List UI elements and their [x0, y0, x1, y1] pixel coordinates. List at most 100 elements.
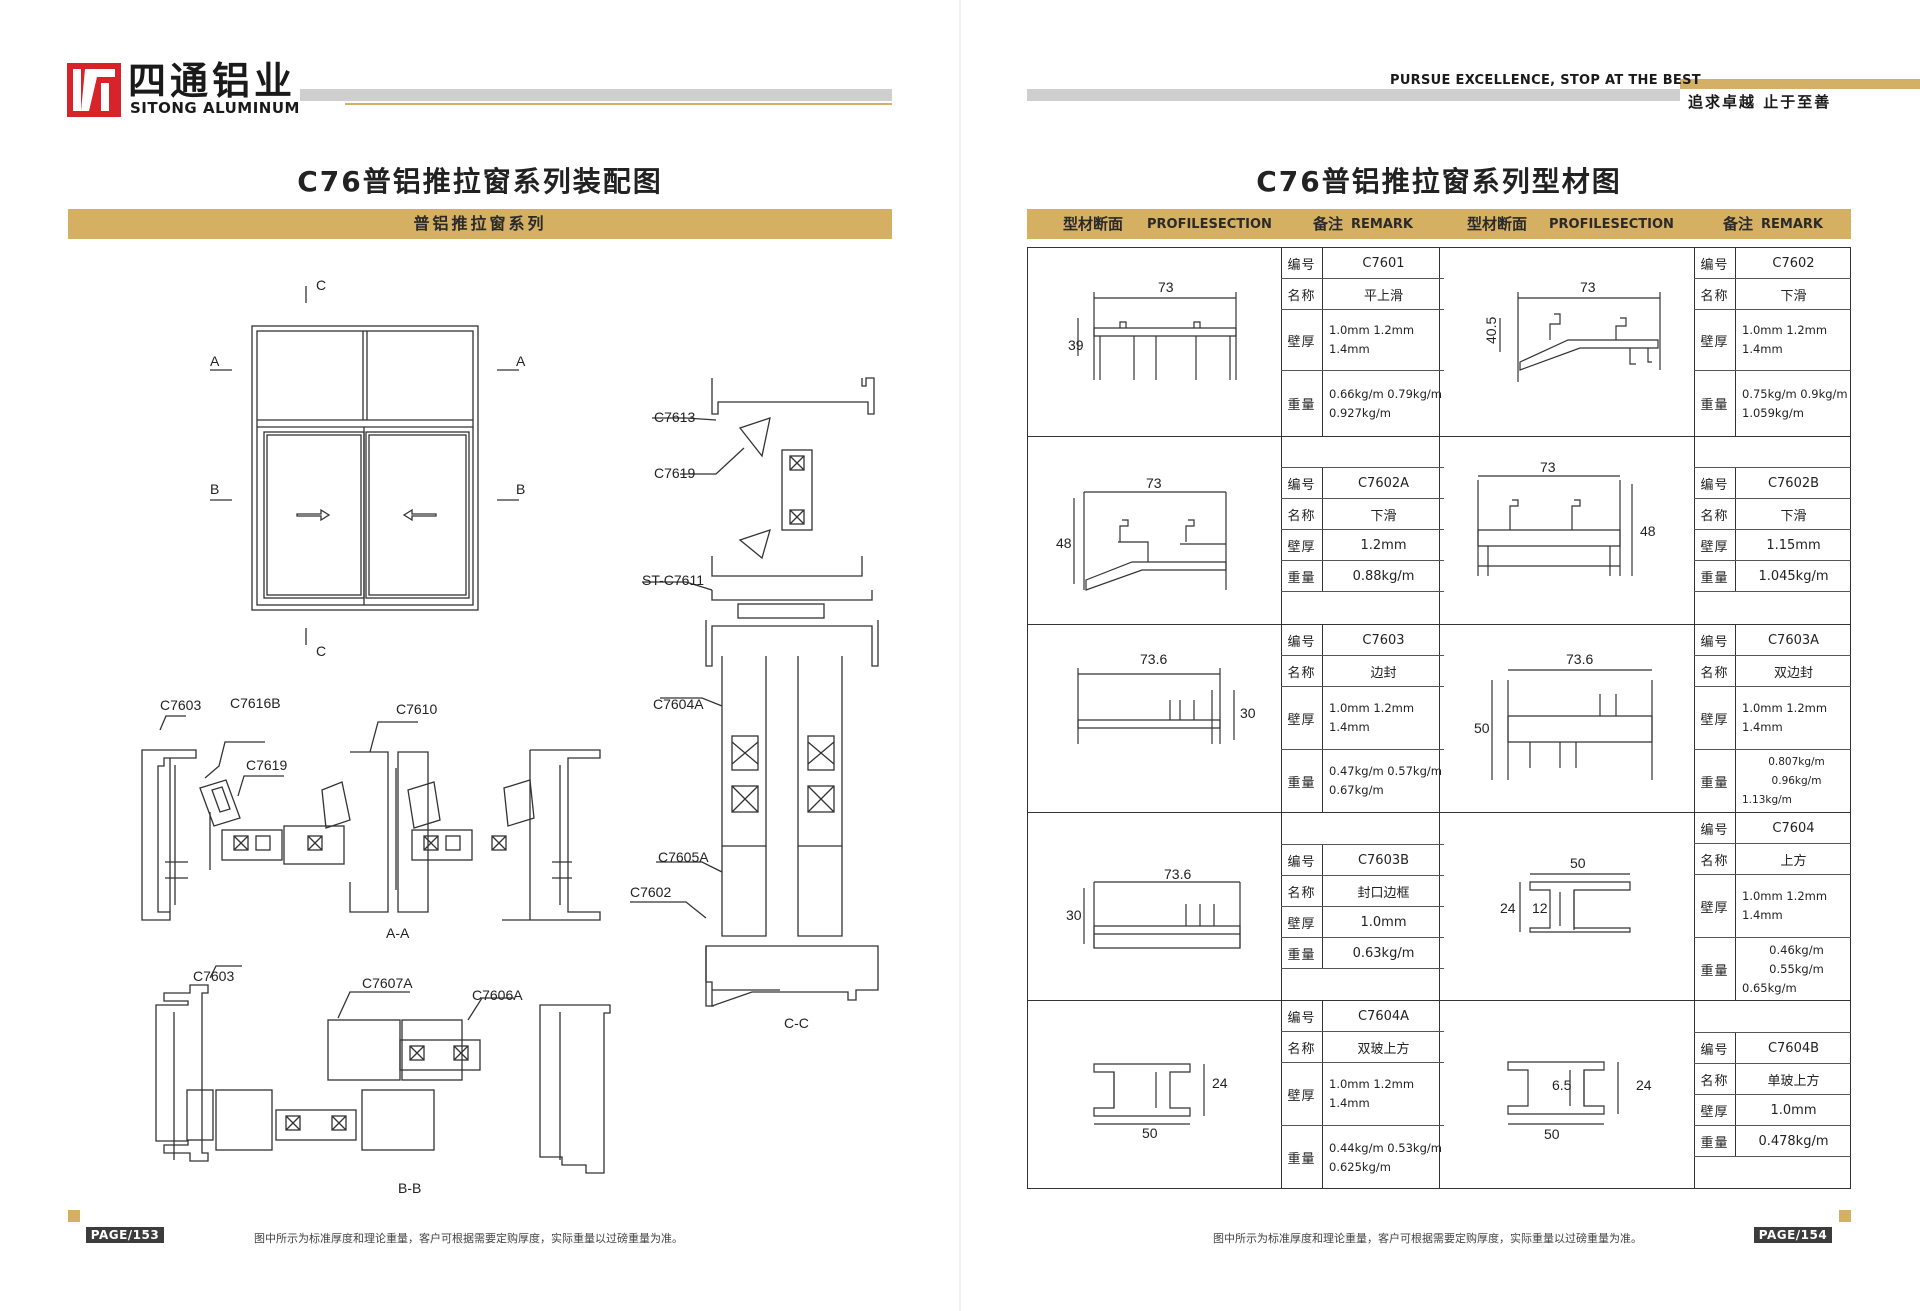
dim-c7604a-height: 24 [1212, 1075, 1228, 1091]
spec-wall-line: 1.0mm 1.2mm [1329, 323, 1415, 337]
spec-divider [1281, 498, 1444, 499]
spec-weight: 0.807kg/m 0.96kg/m 1.13kg/m [1736, 750, 1851, 812]
spec-key-code: 编号 [1281, 1001, 1323, 1031]
header-section-en-2: PROFILESECTION [1549, 217, 1674, 232]
spec-key-wall: 壁厚 [1281, 687, 1323, 749]
sitong-logo-icon [67, 63, 121, 117]
spec-divider [1694, 686, 1851, 687]
aa-label-c7603: C7603 [160, 697, 201, 713]
spec-weight: 0.88kg/m [1352, 568, 1415, 584]
dim-c7603b-height: 30 [1066, 907, 1082, 923]
spec-wall: 1.0mm 1.2mm 1.4mm [1736, 687, 1851, 749]
cc-label-c7602: C7602 [630, 884, 671, 900]
dim-c7603a-width: 73.6 [1566, 651, 1593, 667]
spec-weight-line: 0.625kg/m [1329, 1159, 1391, 1174]
dim-c7604b-inner: 6.5 [1552, 1077, 1572, 1093]
spec-key-name: 名称 [1694, 1064, 1736, 1094]
dim-c7603a-height: 50 [1474, 720, 1490, 736]
spec-weight: 1.045kg/m [1758, 568, 1829, 584]
spec-weight-line: 0.47kg/m 0.57kg/m [1329, 764, 1442, 778]
spec-wall-line: 1.4mm [1329, 1096, 1370, 1110]
spec-block: 编号 C7604A 名称 双玻上方 壁厚 1.0mm 1.2mm 1.4mm 重… [1281, 1001, 1444, 1189]
cc-label-c7605a: C7605A [658, 849, 709, 865]
spec-block: 编号 C7603B 名称 封口边框 壁厚 1.0mm 重量 0.63kg/m [1281, 844, 1444, 969]
spec-divider [1694, 1156, 1851, 1157]
spec-wall-line: 1.0mm 1.2mm [1742, 889, 1828, 903]
spec-divider [1694, 467, 1851, 468]
spec-weight: 0.47kg/m 0.57kg/m 0.67kg/m [1323, 750, 1444, 812]
spec-divider [1281, 844, 1444, 845]
spec-key-wall: 壁厚 [1694, 1095, 1736, 1125]
spec-divider [1694, 874, 1851, 875]
spec-key-wall: 壁厚 [1281, 310, 1323, 370]
dim-c7603-height: 30 [1240, 705, 1256, 721]
spec-wall: 1.0mm 1.2mm 1.4mm [1736, 875, 1851, 937]
spec-key-name: 名称 [1281, 1032, 1323, 1062]
dim-c7601-width: 73 [1158, 279, 1174, 295]
spec-wall: 1.0mm 1.2mm 1.4mm [1736, 310, 1851, 370]
profile-c7602a-drawing [1073, 491, 1227, 591]
spec-block: 编号 C7601 名称 平上滑 壁厚 1.0mm 1.2mm 1.4mm 重量 … [1281, 248, 1444, 436]
spec-key-code: 编号 [1281, 845, 1323, 875]
spec-wall-line: 1.4mm [1742, 908, 1783, 922]
spec-divider [1281, 906, 1444, 907]
page-number-left: PAGE/153 [86, 1227, 164, 1243]
spec-key-weight: 重量 [1281, 938, 1323, 968]
footer-square-left [68, 1210, 80, 1222]
spec-divider [1694, 937, 1851, 938]
spec-key-name: 名称 [1281, 499, 1323, 529]
col-divider [1439, 247, 1440, 1189]
spec-key-weight: 重量 [1694, 561, 1736, 591]
spec-weight-line: 1.059kg/m [1742, 405, 1804, 420]
header-gold-line [345, 103, 892, 105]
spec-key-code: 编号 [1281, 468, 1323, 498]
header-section-cn-2: 型材断面 [1467, 215, 1528, 233]
mark-b-right: B [516, 481, 525, 497]
spec-key-weight: 重量 [1281, 1126, 1323, 1189]
slogan-cn: 追求卓越 止于至善 [1688, 93, 1832, 111]
cc-label-st-c7611: ST-C7611 [642, 572, 704, 588]
header-section-cn: 型材断面 [1063, 215, 1124, 233]
spec-name: 下滑 [1370, 508, 1397, 524]
spec-wall-line: 1.0mm 1.2mm [1742, 323, 1828, 337]
spec-key-weight: 重量 [1694, 371, 1736, 436]
spec-weight-line: 0.65kg/m [1742, 980, 1797, 995]
spec-divider [1694, 1063, 1851, 1064]
dim-c7602a-height: 48 [1056, 535, 1072, 551]
bb-label-c7606a: C7606A [472, 987, 523, 1003]
section-aa-caption: A-A [386, 925, 410, 941]
footnote-right: 图中所示为标准厚度和理论重量，客户可根据需要定购厚度，实际重量以过磅重量为准。 [1213, 1232, 1642, 1245]
brand-name-en: SITONG ALUMINUM [130, 99, 300, 117]
spec-code: C7602B [1767, 475, 1820, 491]
spec-wall: 1.15mm [1766, 537, 1821, 553]
spec-code: C7603 [1362, 632, 1405, 648]
spec-divider [1281, 467, 1444, 468]
spec-block: 编号 C7604 名称 上方 壁厚 1.0mm 1.2mm 1.4mm 重量 0… [1694, 813, 1851, 1000]
dim-c7604b-width: 50 [1544, 1126, 1560, 1142]
spec-key-code: 编号 [1694, 625, 1736, 655]
mark-c-top: C [316, 277, 326, 293]
profile-c7601-drawing [1077, 292, 1237, 380]
spec-divider [1694, 498, 1851, 499]
spec-divider [1694, 1125, 1851, 1126]
spec-name: 双边封 [1773, 665, 1813, 681]
dim-c7604-height: 24 [1500, 900, 1516, 916]
spec-divider [1694, 278, 1851, 279]
spec-divider [1694, 655, 1851, 656]
header-remark-cn: 备注 [1313, 215, 1344, 233]
dim-c7604-width: 50 [1570, 855, 1586, 871]
spec-divider [1694, 591, 1851, 592]
spec-divider [1281, 686, 1444, 687]
spec-divider [1694, 529, 1851, 530]
spec-block: 编号 C7603A 名称 双边封 壁厚 1.0mm 1.2mm 1.4mm 重量… [1694, 625, 1851, 812]
spec-divider [1281, 655, 1444, 656]
footer-square-right [1839, 1210, 1851, 1222]
spec-code: C7601 [1362, 255, 1405, 271]
spec-wall-line: 1.0mm 1.2mm [1329, 1077, 1415, 1091]
cc-label-c7604a: C7604A [653, 696, 704, 712]
spec-block: 编号 C7603 名称 边封 壁厚 1.0mm 1.2mm 1.4mm 重量 0… [1281, 625, 1444, 812]
spec-key-weight: 重量 [1281, 371, 1323, 436]
